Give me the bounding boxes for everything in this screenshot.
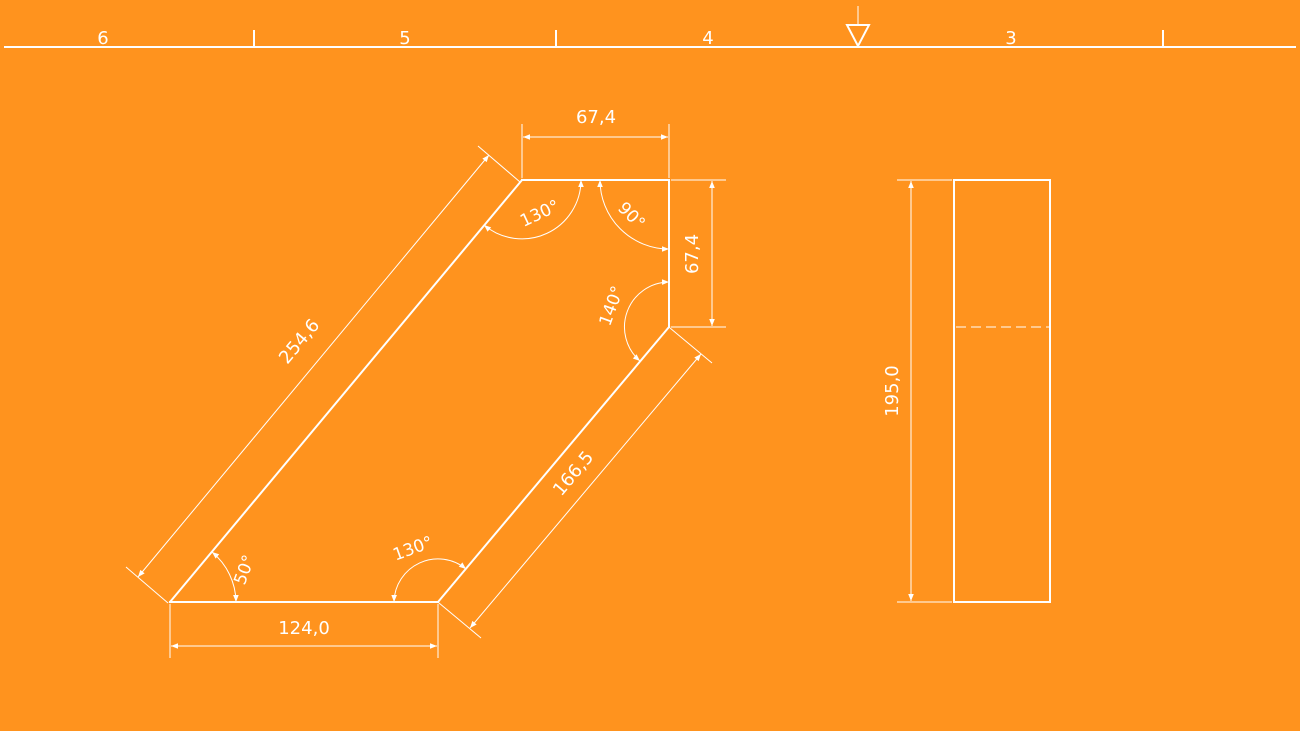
ruler-label-6: 6 [97, 28, 108, 49]
dimension-label-side-view-height: 195,0 [882, 365, 903, 417]
dimension-right-height: 67,4 [671, 179, 726, 328]
dimension-short-diagonal: 166,5 [438, 327, 713, 639]
dimension-label-top-width: 67,4 [576, 107, 616, 128]
dimension-long-diagonal: 254,6 [125, 145, 521, 604]
angle-right: 140° [596, 279, 670, 362]
dimension-top-width: 67,4 [521, 107, 670, 178]
angle-bottom-left: 50° [211, 551, 260, 603]
angle-top-right: 90° [597, 179, 670, 252]
ruler-label-4: 4 [702, 28, 713, 49]
angle-label-bottom-right: 130° [390, 533, 435, 566]
angle-label-bottom-left: 50° [230, 552, 259, 587]
ruler-label-3: 3 [1005, 28, 1016, 49]
section-ruler: 6 5 4 3 [4, 28, 1296, 49]
angle-bottom-right: 130° [390, 533, 467, 603]
dimension-bottom-width: 124,0 [169, 604, 439, 658]
dimension-label-short-diagonal: 166,5 [549, 447, 598, 500]
dimension-label-long-diagonal: 254,6 [275, 315, 324, 368]
angle-label-right: 140° [596, 283, 629, 328]
angle-label-top-right: 90° [613, 198, 648, 233]
dimension-side-view-height: 195,0 [882, 179, 952, 603]
angle-label-top-left: 130° [517, 196, 563, 231]
view-direction-arrow-icon [845, 6, 871, 49]
dimension-label-bottom-width: 124,0 [278, 618, 330, 639]
ruler-label-5: 5 [399, 28, 410, 49]
side-view [953, 179, 1051, 603]
dimension-label-right-height: 67,4 [682, 234, 703, 274]
